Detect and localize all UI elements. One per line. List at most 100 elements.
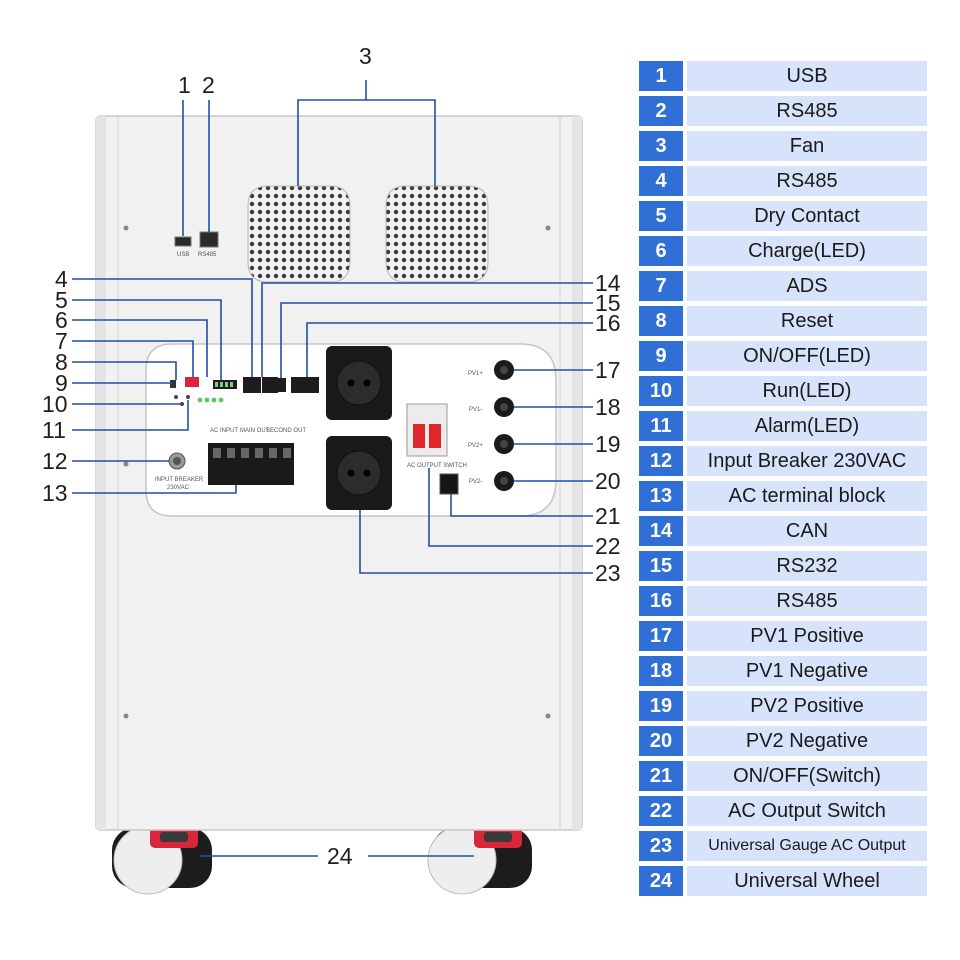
ac-outlet-top (326, 346, 392, 420)
on-off-switch (439, 473, 459, 495)
legend-number: 7 (639, 271, 683, 301)
legend-label: ON/OFF(Switch) (687, 761, 927, 791)
pv-connectors: PV1+ PV1- PV2+ PV2- (468, 360, 514, 491)
callout-12: 12 (42, 448, 68, 474)
legend-label: ON/OFF(LED) (687, 341, 927, 371)
legend-label: PV1 Positive (687, 621, 927, 651)
fan-left (247, 185, 351, 283)
legend-label: Dry Contact (687, 201, 927, 231)
legend-label: Universal Gauge AC Output (687, 831, 927, 861)
callout-10: 10 (42, 391, 68, 417)
usb-port-label: USB (177, 252, 189, 258)
input-breaker: INPUT BREAKER 230VAC (155, 452, 204, 491)
legend-label: AC Output Switch (687, 796, 927, 826)
legend-number: 22 (639, 796, 683, 826)
rs485-port-label: RS485 (198, 252, 217, 258)
callout-4: 4 (55, 266, 68, 292)
callout-7: 7 (55, 328, 68, 354)
wheel-left (112, 825, 212, 895)
leader-lines (72, 80, 593, 857)
legend-number: 23 (639, 831, 683, 861)
legend-label: RS485 (687, 586, 927, 616)
legend-label: Input Breaker 230VAC (687, 446, 927, 476)
legend-number: 21 (639, 761, 683, 791)
legend-number: 14 (639, 516, 683, 546)
callout-21: 21 (595, 503, 621, 529)
legend-label: PV2 Negative (687, 726, 927, 756)
status-leds (174, 395, 224, 406)
callout-5: 5 (55, 287, 68, 313)
legend-label: RS485 (687, 166, 927, 196)
ac-output-switch: AC OUTPUT SWITCH (406, 403, 467, 469)
legend-number: 5 (639, 201, 683, 231)
ac-input-label: AC INPUT (210, 428, 238, 434)
callout-23: 23 (595, 560, 621, 586)
main-out-label: MAIN OUT (240, 428, 270, 434)
callout-9: 9 (55, 370, 68, 396)
callout-20: 20 (595, 468, 621, 494)
second-out-label: SECOND OUT (266, 428, 306, 434)
legend-number: 8 (639, 306, 683, 336)
legend-number: 1 (639, 61, 683, 91)
rs232-port (276, 378, 286, 392)
legend-number: 20 (639, 726, 683, 756)
legend-number: 18 (639, 656, 683, 686)
legend-number: 9 (639, 341, 683, 371)
legend-number: 24 (639, 866, 683, 896)
pv1-neg-label: PV1- (469, 407, 482, 413)
legend-number: 17 (639, 621, 683, 651)
legend-label: ADS (687, 271, 927, 301)
legend-number: 3 (639, 131, 683, 161)
callout-13: 13 (42, 480, 68, 506)
legend-label: RS485 (687, 96, 927, 126)
legend-label: Fan (687, 131, 927, 161)
callout-8: 8 (55, 349, 68, 375)
ads-dip-switch (185, 377, 199, 387)
legend-number: 4 (639, 166, 683, 196)
legend-label: AC terminal block (687, 481, 927, 511)
legend-number: 12 (639, 446, 683, 476)
callout-18: 18 (595, 394, 621, 420)
input-breaker-rating: 230VAC (167, 485, 190, 491)
dry-contact-terminal (213, 380, 237, 389)
callout-3: 3 (359, 43, 372, 69)
callout-17: 17 (595, 357, 621, 383)
callout-24: 24 (327, 843, 353, 869)
callout-11: 11 (42, 417, 66, 443)
pv2-pos-label: PV2+ (468, 443, 483, 449)
input-breaker-label: INPUT BREAKER (155, 477, 204, 483)
callout-numbers: 1 2 3 4 5 6 7 8 9 10 11 12 13 14 15 16 1… (42, 43, 621, 869)
legend-label: Universal Wheel (687, 866, 927, 896)
legend-number: 10 (639, 376, 683, 406)
legend-number: 6 (639, 236, 683, 266)
legend-label: Run(LED) (687, 376, 927, 406)
pv1-pos-label: PV1+ (468, 371, 483, 377)
legend-number: 11 (639, 411, 683, 441)
legend-label: CAN (687, 516, 927, 546)
legend-number: 15 (639, 551, 683, 581)
legend-number: 16 (639, 586, 683, 616)
